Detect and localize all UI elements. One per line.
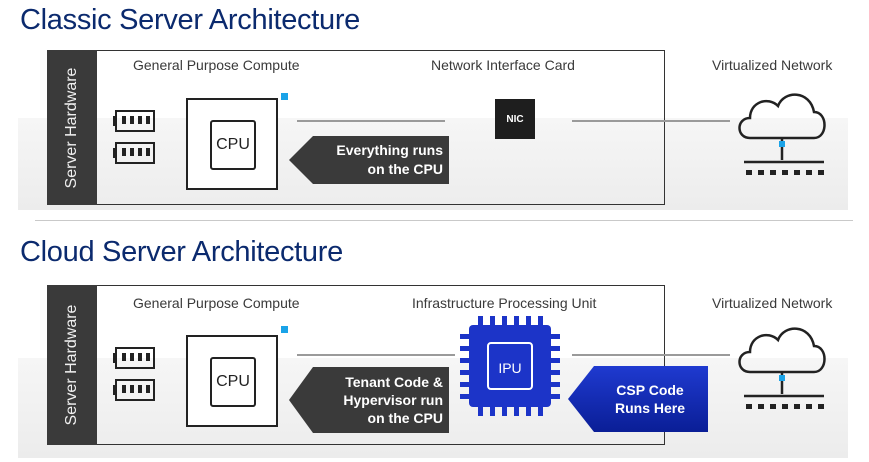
classic-callout-line-1: Everything runs xyxy=(336,142,443,158)
cloud-network-icon xyxy=(738,93,826,175)
cloud-callout-line-1: Tenant Code & xyxy=(345,374,443,390)
classic-network-label: Virtualized Network xyxy=(712,57,833,73)
memory-module-icon xyxy=(113,110,155,164)
classic-nic-label: Network Interface Card xyxy=(431,57,575,73)
ipu-chip-label: IPU xyxy=(498,360,522,376)
cpu-indicator-dot xyxy=(281,93,288,100)
nic-chip-icon: NIC xyxy=(495,99,535,139)
cpu-chip-core: CPU xyxy=(210,357,256,407)
classic-server-hardware-bar: Server Hardware xyxy=(47,50,97,205)
classic-nic-network-link xyxy=(572,120,730,122)
cloud-section-title: Cloud Server Architecture xyxy=(20,236,343,268)
cloud-callout-text: Tenant Code & Hypervisor run on the CPU xyxy=(313,373,443,427)
cloud-callout-line-2: Hypervisor run xyxy=(343,392,443,408)
ipu-chip-icon xyxy=(460,316,560,416)
cloud-callout-line-3: on the CPU xyxy=(367,410,443,426)
section-divider xyxy=(35,220,853,221)
cpu-chip-core: CPU xyxy=(210,120,256,170)
cpu-chip-icon: CPU xyxy=(186,98,278,190)
cloud-network-icon xyxy=(738,327,826,409)
csp-callout-line-1: CSP Code xyxy=(616,382,684,398)
cloud-server-hardware-label: Server Hardware xyxy=(63,304,80,426)
classic-section-title: Classic Server Architecture xyxy=(20,4,361,36)
classic-cpu-nic-link xyxy=(297,120,445,122)
cloud-cpu-ipu-link xyxy=(297,354,455,356)
classic-callout-shape xyxy=(289,136,449,184)
classic-compute-label: General Purpose Compute xyxy=(133,57,300,73)
cloud-ipu-network-link xyxy=(572,354,730,356)
cloud-server-hardware-bar: Server Hardware xyxy=(47,285,97,445)
classic-server-hardware-label: Server Hardware xyxy=(63,67,80,188)
classic-callout-line-2: on the CPU xyxy=(367,161,443,177)
csp-callout-text: CSP Code Runs Here xyxy=(598,381,702,417)
memory-module-icon xyxy=(113,347,155,401)
classic-callout-text: Everything runs on the CPU xyxy=(313,141,443,179)
cloud-network-label: Virtualized Network xyxy=(712,295,833,311)
cpu-chip-icon: CPU xyxy=(186,335,278,427)
csp-callout-shape xyxy=(568,366,708,432)
cpu-indicator-dot xyxy=(281,326,288,333)
cloud-callout-shape xyxy=(289,367,449,433)
cloud-compute-label: General Purpose Compute xyxy=(133,295,300,311)
cloud-ipu-label: Infrastructure Processing Unit xyxy=(412,295,597,311)
csp-callout-line-2: Runs Here xyxy=(614,400,686,416)
